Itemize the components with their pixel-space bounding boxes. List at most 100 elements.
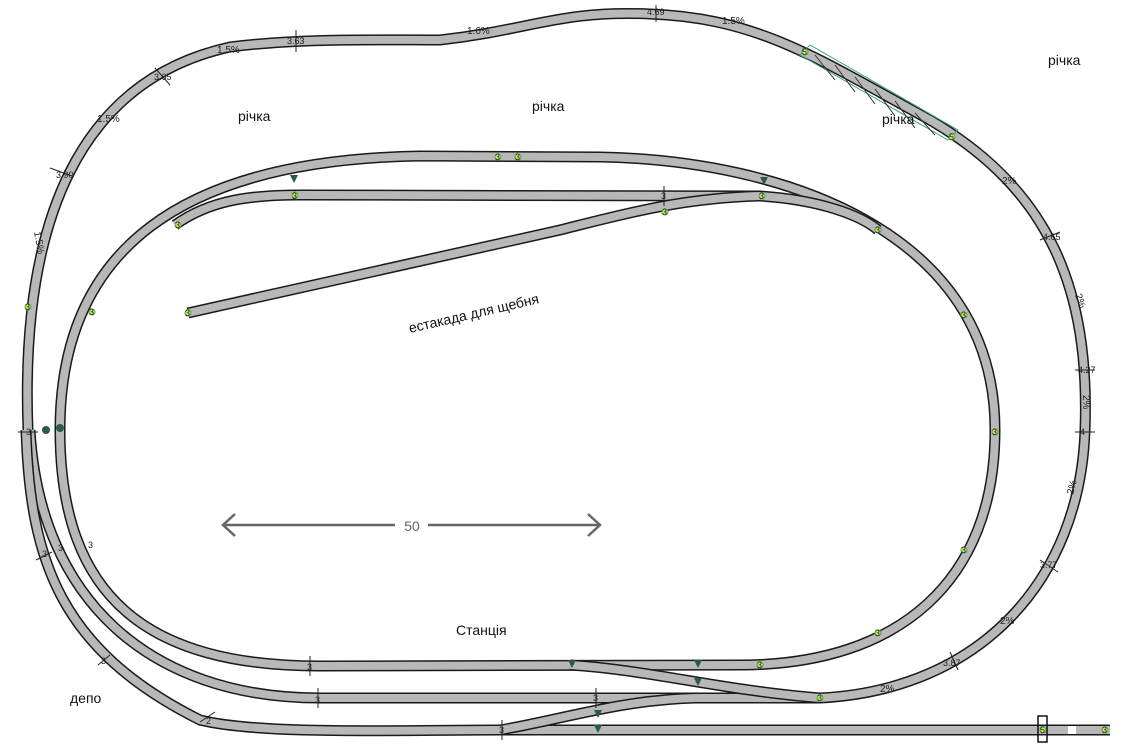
marker-3-right-c: 3 [992,427,997,437]
marker-3-left-lower: 3 [42,549,47,559]
marker-ticks [18,5,1095,740]
marker-3-left-lower3: 3 [88,540,93,550]
marker-3-ramp: 3 [662,207,667,217]
grade-2-c: 2% [1080,395,1091,410]
grade-16: 1.6% [467,26,490,37]
marker-3-siding-a: 3 [292,191,297,201]
marker-3-siding-b: 3 [661,191,666,201]
marker-3-left: 3 [26,427,31,437]
grade-2-e: 2% [1000,616,1015,627]
joint-marker [874,629,882,637]
bridge [799,44,959,141]
marker-3-left-lower2: 3 [58,543,63,553]
marker-3-left-top: 3 [25,302,30,312]
marker-3-right-e: 3 [875,628,880,638]
grade-2-d: 2% [1065,479,1079,496]
joint-marker [816,694,824,702]
turnout-markers [42,175,768,733]
marker-5-bridge-a: 5 [802,47,807,57]
grade-15-c: 1.5% [97,114,120,125]
label-depot: депо [70,690,102,706]
marker-363: 3.63 [287,36,305,46]
marker-3-station-top: 3 [307,662,312,672]
grade-2-f: 2% [880,684,895,695]
marker-3-depot-end: 3 [1102,725,1107,735]
grade-2-b: 2% [1072,292,1087,309]
ramp-spur-track [187,192,761,317]
joint-marker [874,226,882,234]
label-river-right: річка [1048,52,1081,68]
marker-3-depot-curve: 3 [101,656,106,666]
joint-marker [801,48,809,56]
marker-2-depot: 2 [206,716,211,726]
label-river-top-left: річка [238,108,271,124]
joint-marker [991,428,999,436]
turnout-marker [694,660,702,668]
marker-427: 4.27 [1078,365,1096,375]
grade-15-b: 1.5% [722,16,745,27]
label-station: Станція [456,622,507,638]
crossover-2-track [499,694,696,734]
turnout-marker [290,175,298,183]
joint-marker [1039,726,1047,734]
crossover-1-track [569,661,821,702]
turnout-marker [594,710,602,718]
label-river-top-center: річка [532,98,565,114]
grade-15-d: 1.5% [31,231,46,255]
marker-3-ramp-end: 3 [185,308,190,318]
joint-marker [88,308,96,316]
joint-marker [960,546,968,554]
marker-3-station-mid: 3 [315,695,320,705]
marker-5-bridge-b: 5 [949,132,954,142]
marker-3-right-b: 3 [961,310,966,320]
joint-marker [960,311,968,319]
marker-387: 3.87 [943,658,961,668]
turnout-marker [694,678,702,686]
label-ramp: естакада для щебня [407,290,540,336]
buffer-stop [1037,715,1048,743]
joint-marker [756,661,764,669]
marker-3-right-a: 3 [875,225,880,235]
marker-3-station-f: 3 [817,693,822,703]
joint-marker [174,221,182,229]
turnout-marker [42,426,50,434]
scale-label: 50 [404,518,420,534]
marker-465: 4.65 [1043,232,1061,242]
joint-marker [494,153,502,161]
joint-marker [291,191,299,199]
marker-3-inner-left: 3 [89,307,94,317]
label-river-bridge: річка [882,111,915,127]
joint-marker [184,309,192,317]
marker-4: 4 [1080,427,1085,437]
joint-marker [514,153,522,161]
marker-3-siding-left: 3 [175,220,180,230]
depot-end-gap [1068,726,1076,734]
grade-2-a: 2% [1002,176,1017,187]
top-siding-track [172,190,881,234]
grade-15-a: 1.5% [217,45,240,56]
station-middle-track [26,429,820,702]
joint-marker [758,192,766,200]
marker-3-siding-c: 3 [759,191,764,201]
marker-3-top-a: 3 [495,152,500,162]
joint-marker [948,133,956,141]
joint-marker [1101,726,1109,734]
marker-3-depot: 3 [499,725,504,735]
marker-390: 3.90 [56,170,74,180]
inner-oval-track [55,151,1000,671]
marker-3-station-e: 3 [757,660,762,670]
marker-365: 3.65 [154,72,172,82]
joint-marker [661,208,669,216]
joint-markers [24,48,1109,734]
turnout-marker [760,177,768,185]
joint-marker [24,303,32,311]
marker-469: 4.69 [647,7,665,17]
marker-377: 3.77 [1040,560,1058,570]
scale-arrow [221,513,602,537]
turnout-marker [594,725,602,733]
turnout-marker [56,424,64,432]
marker-3-top-b: 3 [515,152,520,162]
outer-loop-track [23,9,1090,702]
